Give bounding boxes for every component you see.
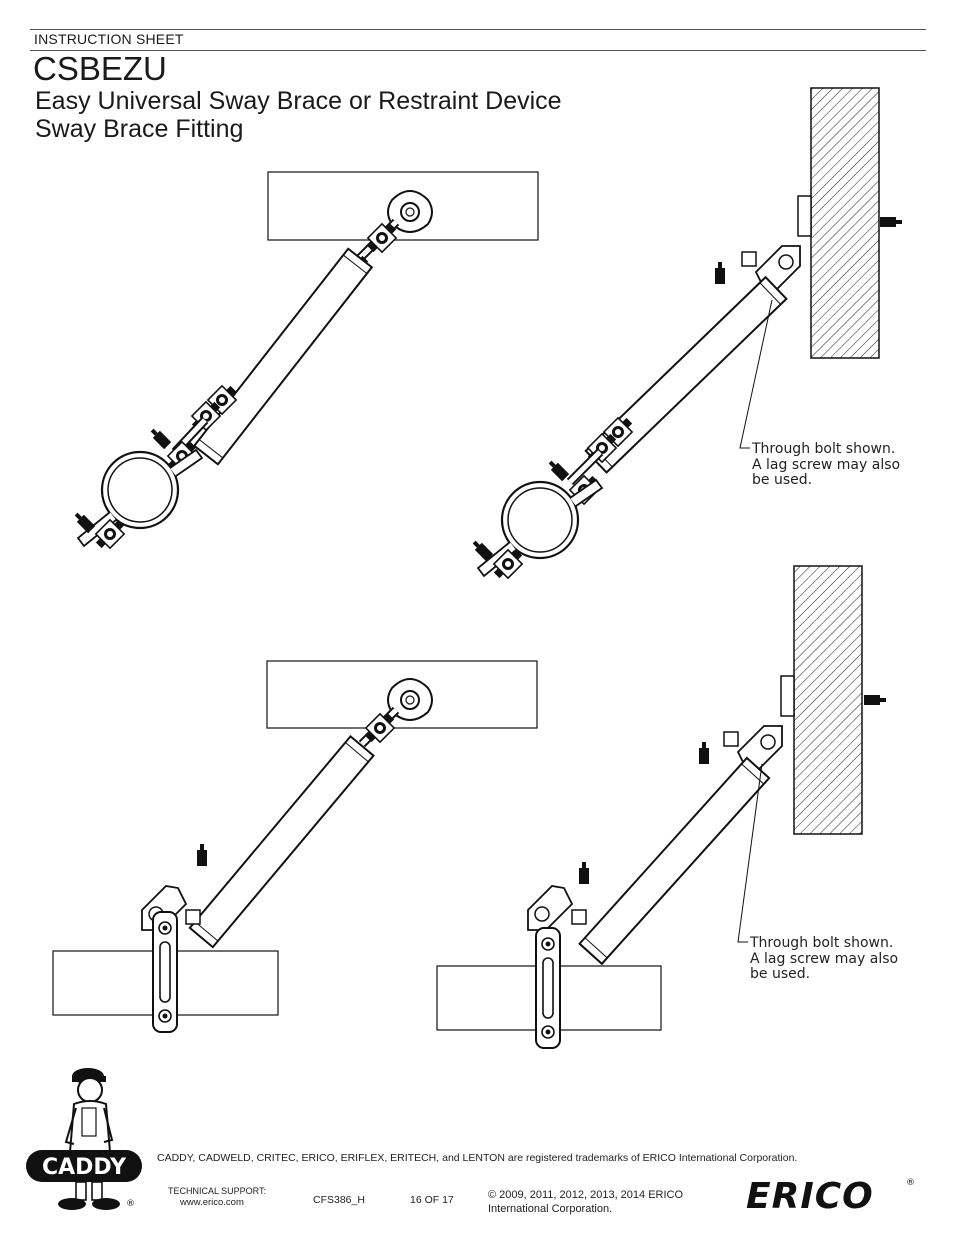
- figure-top-right: [470, 87, 902, 584]
- product-subtitle-secondary: Sway Brace Fitting: [35, 115, 244, 143]
- strut-channel: [152, 911, 178, 1033]
- strut-bracket-fitting: [527, 885, 587, 931]
- document-number: CFS386_H: [313, 1194, 365, 1206]
- figure-bottom-left: [52, 660, 538, 1033]
- registered-mark: ®: [906, 1178, 915, 1188]
- through-bolt-end: [864, 695, 886, 705]
- product-subtitle: Easy Universal Sway Brace or Restraint D…: [35, 87, 562, 115]
- brace-tube: [188, 735, 375, 949]
- figure-bottom-right: [436, 565, 886, 1049]
- sheet-label: INSTRUCTION SHEET: [34, 31, 184, 47]
- erico-logo: ERICO ®: [746, 1176, 915, 1215]
- callout-note-bottom: Through bolt shown. A lag screw may also…: [750, 935, 930, 983]
- callout-line: Through bolt shown.: [750, 935, 894, 951]
- through-bolt-end: [880, 217, 902, 227]
- wood-wall: [810, 87, 880, 359]
- caddy-logo: CADDY ®: [26, 1068, 142, 1210]
- wood-wall: [793, 565, 863, 835]
- copyright-notice: © 2009, 2011, 2012, 2013, 2014 ERICO: [488, 1189, 684, 1201]
- strut-channel: [535, 927, 561, 1049]
- clamp-bolt: [546, 458, 570, 482]
- registered-mark: ®: [126, 1199, 135, 1209]
- callout-leader: [737, 763, 763, 943]
- copyright-notice-cont: International Corporation.: [488, 1203, 613, 1215]
- callout-line: A lag screw may also: [752, 456, 901, 473]
- header-rule-bottom: [30, 50, 926, 51]
- callout-line: be used.: [752, 472, 813, 488]
- bracket-bolt: [579, 862, 589, 884]
- pipe-clamp: [76, 448, 204, 548]
- brace-tube: [193, 247, 373, 466]
- brace-tube: [578, 756, 771, 965]
- support-link[interactable]: www.erico.com: [180, 1197, 244, 1208]
- page-number: 16 OF 17: [410, 1194, 454, 1206]
- product-code: CSBEZU: [33, 50, 167, 87]
- caddy-wordmark: CADDY: [42, 1155, 127, 1180]
- callout-leader: [739, 299, 773, 449]
- trademark-notice: CADDY, CADWELD, CRITEC, ERICO, ERIFLEX, …: [157, 1152, 798, 1164]
- callout-note-top: Through bolt shown. A lag screw may also…: [752, 441, 932, 489]
- callout-line: Through bolt shown.: [752, 441, 896, 457]
- figure-top-left: [72, 171, 539, 554]
- callout-line: A lag screw may also: [750, 950, 899, 967]
- clamp-bolt: [148, 426, 172, 450]
- bracket-bolt: [715, 262, 725, 284]
- bracket-bolt: [197, 844, 207, 866]
- bracket-bolt: [699, 742, 709, 764]
- callout-line: be used.: [750, 966, 811, 982]
- erico-wordmark: ERICO: [746, 1176, 874, 1215]
- header-rule-top: [30, 29, 926, 30]
- support-label: TECHNICAL SUPPORT:: [168, 1186, 267, 1196]
